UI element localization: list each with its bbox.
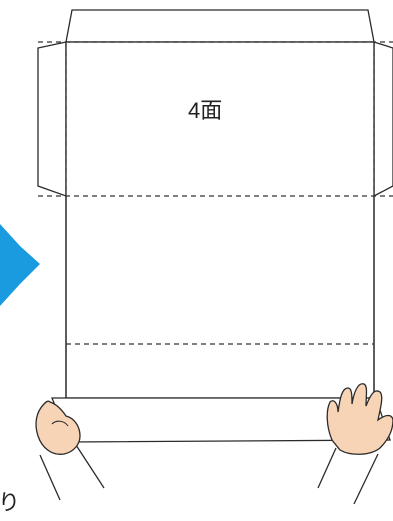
edge-character: り (0, 490, 20, 515)
left-hand-icon (35, 400, 81, 455)
left-arm-line-1 (39, 454, 61, 501)
top-flap (65, 9, 375, 43)
right-side-flap (373, 41, 393, 198)
right-arm-line-1 (317, 447, 337, 489)
left-hand-thumb (51, 420, 69, 427)
blue-arrow-icon (0, 224, 40, 306)
envelope-body (65, 41, 375, 399)
left-side-flap (37, 41, 67, 197)
right-arm-line-2 (353, 453, 379, 505)
face-label: 4面 (188, 98, 222, 123)
left-arm-line-2 (75, 444, 105, 489)
right-hand-icon (326, 383, 393, 455)
